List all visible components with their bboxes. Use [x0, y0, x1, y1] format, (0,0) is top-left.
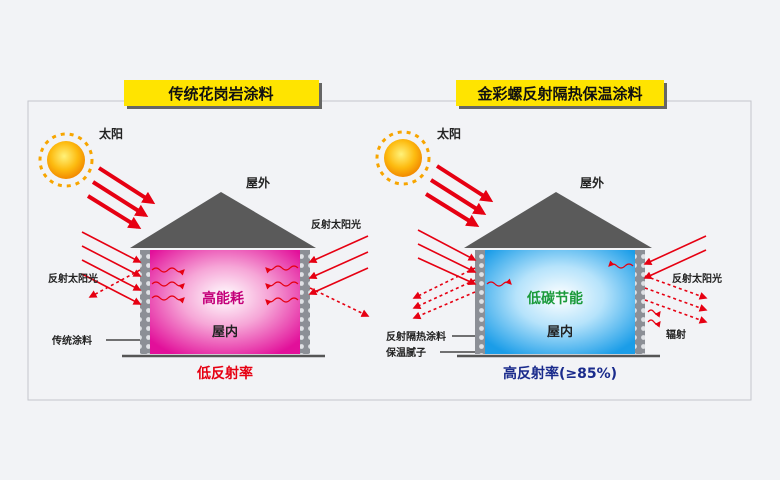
- left-center-label: 高能耗: [202, 290, 244, 307]
- left-title-box: [124, 80, 319, 106]
- right-heat-wave-left: [486, 278, 512, 287]
- left-wall-left: [140, 250, 150, 354]
- right-reflect-rays-right: [644, 275, 708, 324]
- left-coating-label: 传统涂料: [51, 334, 92, 347]
- left-heat-waves-in-left: [151, 267, 185, 304]
- left-heat-waves-in-right: [265, 265, 299, 306]
- right-reflect-rays-left: [412, 267, 476, 320]
- right-title: 金彩螺反射隔热保温涂料: [476, 85, 642, 103]
- left-roof: [130, 192, 316, 248]
- left-reflect-ray-right: [309, 287, 370, 317]
- right-room-cool: [485, 250, 635, 354]
- incoming-sunlight-arrows: [86, 166, 156, 230]
- left-title: 传统花岗岩涂料: [167, 85, 273, 103]
- left-side-rays-in-right: [308, 235, 369, 296]
- incoming-sunlight-arrows: [424, 164, 494, 228]
- left-outside-label: 屋外: [246, 175, 270, 190]
- right-result-label: 高反射率(≥85%): [503, 365, 617, 382]
- right-title-box: [456, 80, 664, 106]
- right-roof: [464, 192, 652, 248]
- right-coating-label: 反射隔热涂料: [386, 330, 446, 343]
- right-side-rays-in-right: [643, 235, 707, 279]
- left-reflect-label-left: 反射太阳光: [48, 272, 98, 285]
- right-heat-wave-right: [608, 260, 634, 269]
- left-inside-label: 屋内: [212, 324, 238, 340]
- right-wall-left: [475, 250, 485, 354]
- right-wall-right: [635, 250, 645, 354]
- diagram-frame: [27, 100, 752, 401]
- left-result-label: 低反射率: [196, 365, 253, 382]
- right-reflect-label-right: 反射太阳光: [672, 272, 722, 285]
- sun-icon: [375, 130, 431, 186]
- right-putty-label: 保温腻子: [385, 346, 426, 359]
- sun-icon: [38, 132, 94, 188]
- right-side-rays-in-left: [417, 229, 477, 285]
- right-outside-label: 屋外: [580, 175, 604, 190]
- right-center-label: 低碳节能: [526, 290, 583, 307]
- right-sun-label: 太阳: [437, 126, 461, 141]
- left-wall-right: [300, 250, 310, 354]
- right-panel: 金彩螺反射隔热保温涂料 太阳 屋外: [375, 80, 722, 382]
- left-side-rays-in: [81, 231, 142, 305]
- right-radiation-label: 辐射: [666, 328, 686, 341]
- right-inside-label: 屋内: [547, 324, 573, 340]
- left-sun-label: 太阳: [99, 126, 123, 141]
- left-panel: 传统花岗岩涂料 太阳 屋外: [38, 80, 370, 382]
- radiation-waves: [647, 309, 661, 328]
- left-reflect-label-right: 反射太阳光: [311, 218, 361, 231]
